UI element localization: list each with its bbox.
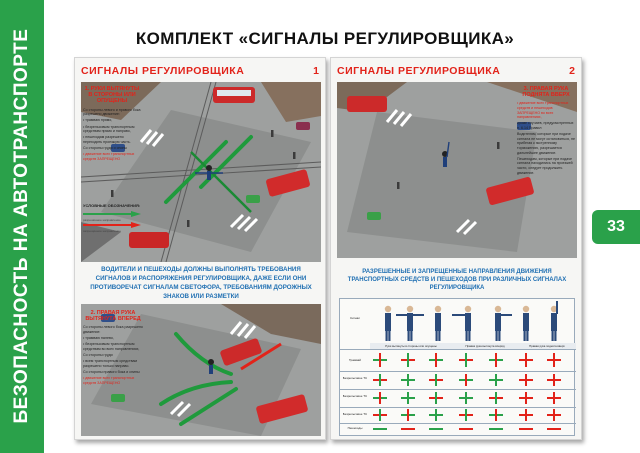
section-2-line: Со стороны левого бока разрешено движени… [83, 325, 143, 334]
intersection-illustration-3 [337, 82, 577, 258]
table-rule [340, 407, 576, 408]
section-1-line: Со стороны левого и правого бока разреше… [83, 107, 141, 117]
arrow-cross-icon [547, 353, 561, 367]
poster-2-section-3-text: 3. ПРАВАЯ РУКА ПОДНЯТА ВВЕРХ • движение … [517, 86, 575, 177]
intersection-scene-2 [81, 304, 321, 436]
row-label-vehicle: Безрельсовое ТС [342, 394, 368, 398]
section-2-line: • безрельсовым транспортным средствам во… [83, 342, 140, 351]
column-header-right-arm-up: Правая рука поднята вверх [518, 343, 576, 349]
intersection-illustration-1 [81, 82, 321, 262]
side-band: БЕЗОПАСНОСТЬ НА АВТОТРАНСПОРТЕ [0, 0, 44, 453]
intersection-scene-1 [81, 82, 321, 262]
direction-arrows-grid [373, 353, 561, 430]
row-label-signal: Сигнал [349, 316, 360, 320]
poster-2-header: СИГНАЛЫ РЕГУЛИРОВЩИКА 2 [337, 65, 577, 79]
column-header-right-arm-forward: Правая рука вытянута вперёд [452, 343, 518, 349]
poster-2-number: 2 [569, 65, 575, 77]
section-1-line: • трамваю прямо, [83, 118, 113, 123]
table-rule [340, 371, 576, 372]
row-label-vehicle: Безрельсовое ТС [342, 412, 368, 416]
poster-1-number: 1 [313, 65, 319, 77]
intersection-illustration-2 [81, 304, 321, 436]
legend-caption-forbidden: запрещённое направление [83, 229, 121, 233]
column-header-arms-sideways: Руки вытянуты в стороны или опущены [370, 343, 452, 349]
row-label-vehicle: Безрельсовое ТС [342, 376, 368, 380]
poster-1-section-2-text: 2. ПРАВАЯ РУКА ВЫТЯНУТА ВПЕРЕД Со сторон… [83, 310, 143, 387]
section-2-line: Со стороны правого бока и спины [83, 370, 140, 375]
section-3-heading: 3. ПРАВАЯ РУКА ПОДНЯТА ВВЕРХ [522, 86, 570, 99]
arrow-cross-icon [429, 353, 443, 367]
side-band-title: БЕЗОПАСНОСТЬ НА АВТОТРАНСПОРТЕ [11, 28, 32, 424]
arrow-cross-icon [459, 353, 473, 367]
poster-1-section-1-text: 1. РУКИ ВЫТЯНУТЫ В СТОРОНЫ ИЛИ ОПУЩЕНЫ С… [83, 86, 141, 163]
section-2-line: Со стороны груди [83, 353, 113, 358]
arrow-cross-icon [401, 353, 415, 367]
section-1-line: • пешеходам разрешено переходить проезжу… [83, 135, 131, 144]
arrow-cross-icon [373, 353, 387, 367]
legend-caption-allowed: разрешённое направление [83, 218, 121, 222]
section-3-line: • движение всех транспортных средств и п… [517, 101, 569, 120]
center-notice: ВОДИТЕЛИ И ПЕШЕХОДЫ ДОЛЖНЫ ВЫПОЛНЯТЬ ТРЕ… [90, 266, 312, 300]
poster-1-header: СИГНАЛЫ РЕГУЛИРОВЩИКА 1 [81, 65, 321, 79]
allowed-arrow-icon [83, 211, 141, 217]
row-label-pedestrians: Пешеходы [347, 426, 363, 430]
section-2-line: • движение всех транспортных средств ЗАП… [83, 376, 135, 385]
section-1-line: Со стороны груди и спины [83, 146, 127, 151]
section-3-line: Водителям, которые при подаче сигнала не… [517, 132, 575, 155]
section-2-line: • трамваю налево, [83, 336, 114, 341]
section-2-line: • всем транспортным средствам разрешено … [83, 359, 137, 368]
page-number-badge: 33 [592, 210, 640, 244]
rules-title: РАЗРЕШЕННЫЕ И ЗАПРЕЩЕННЫЕ НАПРАВЛЕНИЯ ДВ… [347, 269, 567, 291]
section-1-line: • безрельсовым транспортным средствам пр… [83, 124, 135, 134]
poster-1-title: СИГНАЛЫ РЕГУЛИРОВЩИКА [81, 65, 245, 77]
forbidden-arrow-icon [83, 222, 141, 228]
arrow-cross-icon [519, 353, 533, 367]
officer-figures [384, 301, 558, 341]
legend: УСЛОВНЫЕ ОБОЗНАЧЕНИЯ: разрешённое направ… [83, 203, 143, 233]
section-2-heading: 2. ПРАВАЯ РУКА ВЫТЯНУТА ВПЕРЕД [85, 310, 141, 323]
section-3-line: кроме случаев, предусмотренных п. 6.14 П… [517, 121, 574, 130]
signals-table: Руки вытянуты в стороны или опущены Прав… [339, 298, 576, 436]
row-label-tram: Трамвай [349, 358, 361, 362]
poster-2-title: СИГНАЛЫ РЕГУЛИРОВЩИКА [337, 65, 501, 77]
section-3-line: Пешеходам, которые при подаче сигнала на… [517, 156, 573, 175]
poster-1: СИГНАЛЫ РЕГУЛИРОВЩИКА 1 [74, 57, 326, 440]
main-title: КОМПЛЕКТ «СИГНАЛЫ РЕГУЛИРОВЩИКА» [135, 29, 515, 48]
intersection-scene-3 [337, 82, 577, 258]
section-1-line: • движение всех транспортных средств ЗАП… [83, 152, 135, 161]
arrow-cross-icon [489, 353, 503, 367]
table-rule [340, 389, 576, 390]
table-rule [340, 349, 576, 350]
poster-2: СИГНАЛЫ РЕГУЛИРОВЩИКА 2 3. ПРА [330, 57, 582, 440]
legend-title: УСЛОВНЫЕ ОБОЗНАЧЕНИЯ: [83, 203, 141, 208]
table-rule [340, 423, 576, 424]
section-1-heading: 1. РУКИ ВЫТЯНУТЫ В СТОРОНЫ ИЛИ ОПУЩЕНЫ [84, 86, 140, 105]
